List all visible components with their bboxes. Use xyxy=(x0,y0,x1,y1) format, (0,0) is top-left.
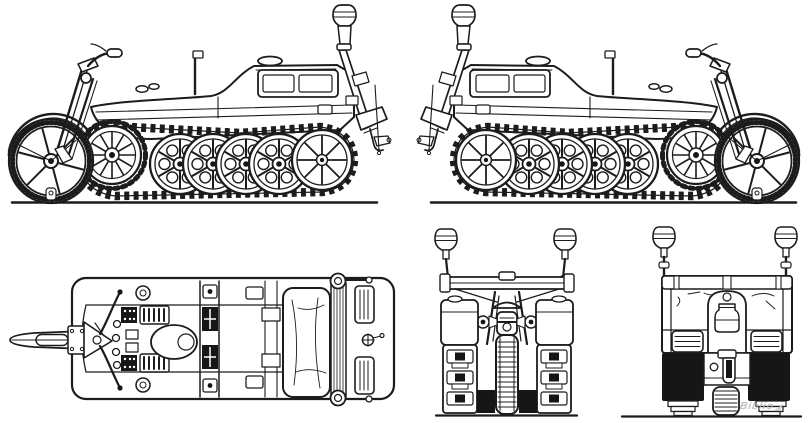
knob-lever-left xyxy=(652,226,676,278)
knob-lever-right xyxy=(774,226,798,278)
side-view-left xyxy=(9,5,392,203)
track-columns xyxy=(442,344,572,414)
seat-arch xyxy=(707,290,747,354)
watermark: Biblio xyxy=(739,401,805,412)
hitch-assembly xyxy=(703,349,751,386)
rear-grilles xyxy=(671,330,783,353)
canteen xyxy=(714,303,740,333)
front-wheel-plan xyxy=(9,321,113,359)
rear-view xyxy=(620,226,803,418)
engine-deck xyxy=(111,285,198,393)
crew-area xyxy=(245,280,281,398)
bench-seat xyxy=(282,287,331,398)
rear-tire xyxy=(712,386,740,416)
front-view xyxy=(434,228,579,417)
handlebar-plan xyxy=(94,289,123,391)
front-tire xyxy=(495,334,519,415)
bulkhead-grilles xyxy=(199,280,220,398)
rear-panel xyxy=(329,272,385,407)
side-view-right xyxy=(417,5,800,203)
top-view xyxy=(9,272,396,407)
side-tanks xyxy=(440,295,574,346)
canvas-creases xyxy=(676,291,776,310)
air-cleaner xyxy=(150,324,198,360)
track-fenders xyxy=(662,353,790,417)
steering-frame xyxy=(439,271,575,303)
